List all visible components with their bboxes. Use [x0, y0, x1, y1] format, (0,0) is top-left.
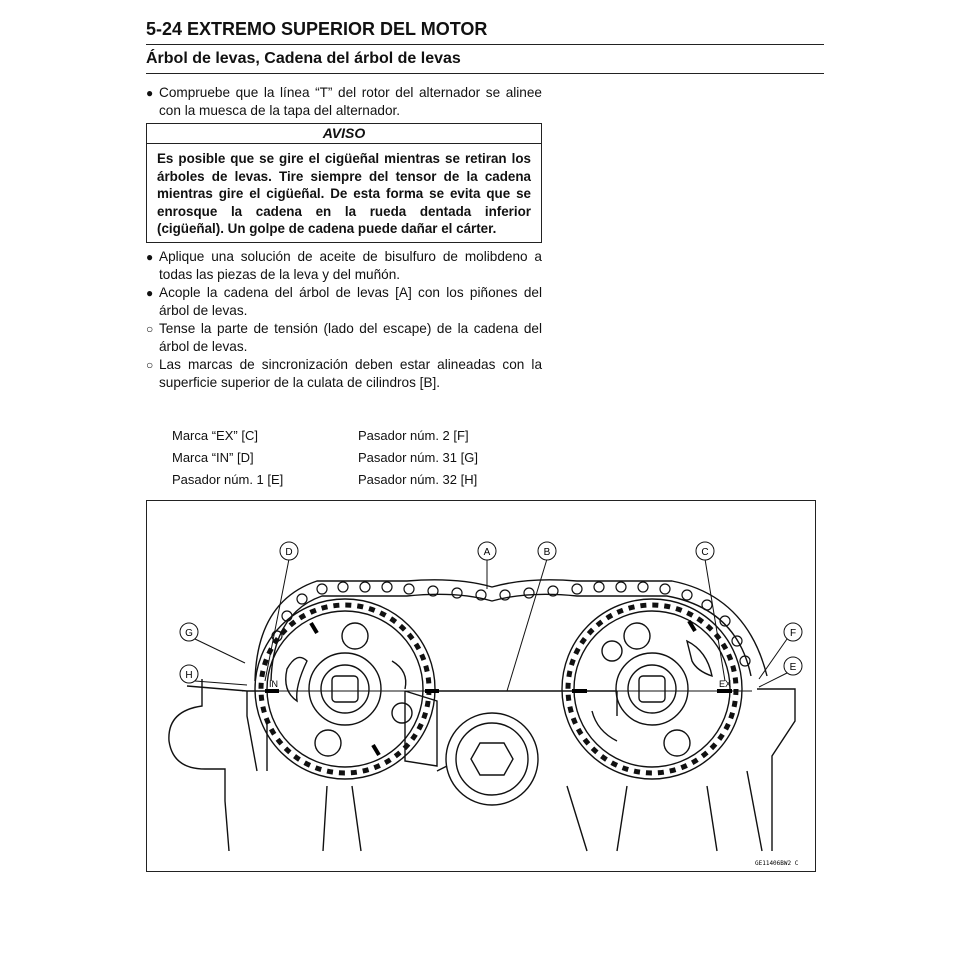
list-item: ○ Las marcas de sincronización deben est… — [146, 356, 542, 392]
page-header: 5-24 EXTREMO SUPERIOR DEL MOTOR Árbol de… — [146, 18, 824, 74]
ex-mark: EX — [719, 679, 731, 689]
instructions-column: ● Compruebe que la línea “T” del rotor d… — [146, 84, 542, 392]
legend-row: Marca “EX” [C] Pasador núm. 2 [F] — [172, 425, 502, 447]
legend-entry: Pasador núm. 1 [E] — [172, 472, 284, 487]
callout-h: H — [185, 670, 192, 681]
legend-row: Marca “IN” [D] Pasador núm. 31 [G] — [172, 447, 502, 469]
page-title: 5-24 EXTREMO SUPERIOR DEL MOTOR — [146, 18, 824, 45]
legend-entry: Pasador núm. 2 [F] — [358, 428, 469, 443]
legend-entry: Pasador núm. 31 [G] — [358, 450, 478, 465]
item-text: Tense la parte de tensión (lado del esca… — [159, 320, 542, 354]
bullet-icon: ● — [146, 249, 154, 264]
camshaft-timing-figure: IN EX D A B C F E G H GE11406BW2 C — [146, 500, 816, 872]
callout-d: D — [285, 547, 292, 558]
bullet-icon: ● — [146, 285, 154, 300]
list-item: ● Acople la cadena del árbol de levas [A… — [146, 284, 542, 320]
item-text: Compruebe que la línea “T” del rotor del… — [159, 85, 542, 118]
item-text: Las marcas de sincronización deben estar… — [159, 356, 542, 390]
callout-b: B — [544, 547, 551, 558]
notice-title: AVISO — [147, 124, 541, 144]
figure-code: GE11406BW2 C — [755, 860, 799, 867]
legend: Marca “EX” [C] Pasador núm. 2 [F] Marca … — [172, 425, 502, 491]
legend-entry: Marca “IN” [D] — [172, 450, 254, 465]
sub-bullet-icon: ○ — [146, 357, 154, 372]
callout-f: F — [790, 628, 796, 639]
bullet-icon: ● — [146, 86, 154, 100]
legend-row: Pasador núm. 1 [E] Pasador núm. 32 [H] — [172, 469, 502, 491]
list-item: ○ Tense la parte de tensión (lado del es… — [146, 320, 542, 356]
callout-g: G — [185, 628, 193, 639]
legend-entry: Marca “EX” [C] — [172, 428, 258, 443]
notice-box: AVISO Es posible que se gire el cigüeñal… — [146, 123, 542, 243]
sub-bullet-icon: ○ — [146, 321, 154, 336]
in-mark: IN — [269, 679, 278, 689]
notice-body: Es posible que se gire el cigüeñal mient… — [157, 151, 531, 237]
section-title: Árbol de levas, Cadena del árbol de leva… — [146, 45, 824, 74]
list-item: ● Aplique una solución de aceite de bisu… — [146, 248, 542, 284]
list-item: ● Compruebe que la línea “T” del rotor d… — [146, 84, 542, 120]
callout-e: E — [790, 662, 797, 673]
legend-entry: Pasador núm. 32 [H] — [358, 472, 478, 487]
callout-a: A — [484, 547, 491, 558]
item-text: Acople la cadena del árbol de levas [A] … — [159, 284, 542, 318]
callout-c: C — [701, 547, 708, 558]
item-text: Aplique una solución de aceite de bisulf… — [159, 248, 542, 282]
